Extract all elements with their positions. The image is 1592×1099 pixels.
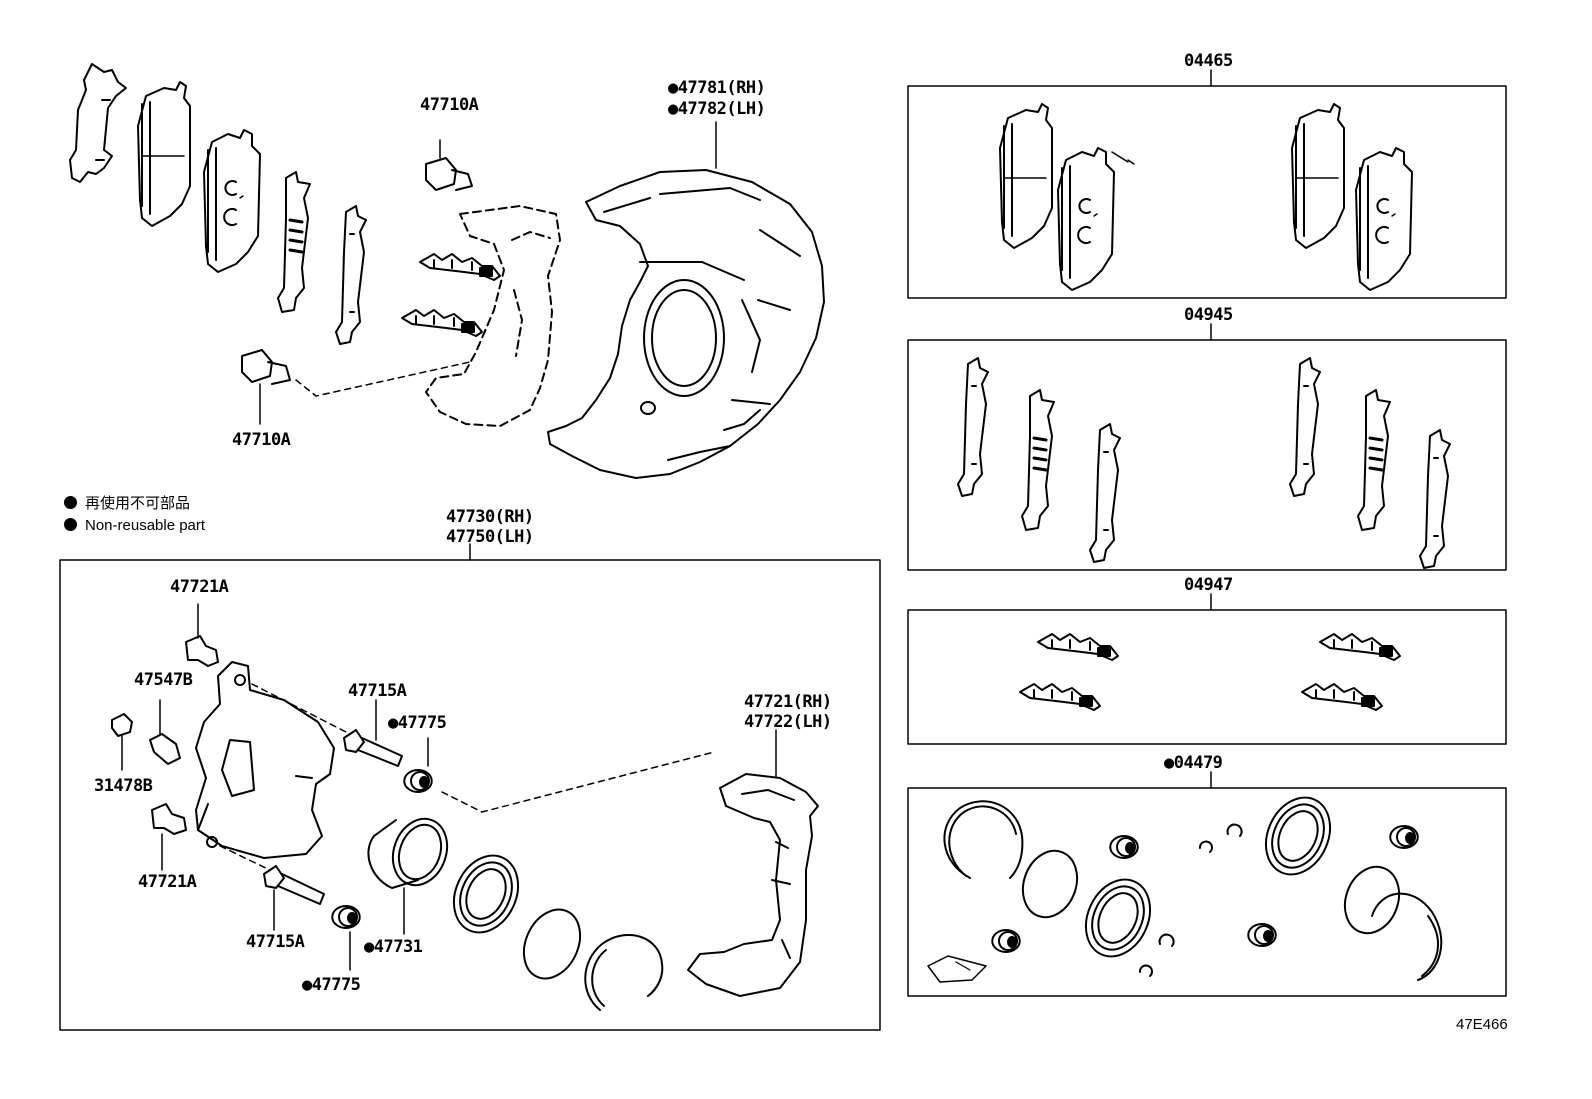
label-bleeder-cap-small: 31478B <box>94 776 153 796</box>
bleeder-cap-small <box>111 713 133 771</box>
label-bleeder-cap-upper: 47721A <box>170 577 229 597</box>
kit-pad-b2 <box>1355 147 1413 291</box>
kit-clip-a2 <box>1019 683 1101 711</box>
legend-english: Non-reusable part <box>64 515 205 537</box>
label-boot-upper: ●47775 <box>388 713 447 733</box>
piston-seal <box>440 844 532 944</box>
bullet-icon <box>64 496 77 509</box>
kit-clip-a1 <box>1037 633 1119 661</box>
kit-seals <box>927 786 1443 983</box>
bleeder-plug <box>149 699 181 765</box>
disc-brake-dust-cover <box>547 121 825 479</box>
caliper-mounting-bracket <box>687 729 819 997</box>
cylinder-assembly-box <box>59 559 881 1031</box>
shim-outer <box>69 63 127 183</box>
bullet-icon <box>64 518 77 531</box>
brake-pad-outer <box>137 81 191 227</box>
kit-clip-b2 <box>1301 683 1383 711</box>
anti-squeal-shim-1 <box>276 170 312 314</box>
piston-ring <box>522 908 582 980</box>
label-dust-cover-lh: ●47782(LH) <box>668 99 766 119</box>
label-bleeder-plug: 47547B <box>134 670 193 690</box>
cylinder-body <box>195 661 347 871</box>
label-kit-04465: 04465 <box>1184 51 1233 71</box>
legend-japanese: 再使用不可部品 <box>64 493 190 515</box>
slide-pin-upper <box>343 699 403 767</box>
label-kit-04479: ●04479 <box>1164 753 1223 773</box>
kit-pad-a1 <box>999 103 1053 249</box>
kit-pad-b1 <box>1291 103 1345 249</box>
kit-shim-group-a <box>957 357 1121 563</box>
label-bleeder-cap-lower: 47721A <box>138 872 197 892</box>
pad-support-clip-1 <box>419 253 501 281</box>
label-kit-04947: 04947 <box>1184 575 1233 595</box>
kit-clip-b1 <box>1319 633 1401 661</box>
anti-squeal-shim-2 <box>335 205 367 345</box>
pad-support-clip-2 <box>401 309 483 337</box>
kit-pad-a2 <box>1057 147 1115 291</box>
label-cylinder-rh: 47730(RH) <box>446 507 534 527</box>
mounting-bolt-upper <box>425 139 473 191</box>
label-kit-04945: 04945 <box>1184 305 1233 325</box>
label-mounting-rh: 47721(RH) <box>744 692 832 712</box>
kit-box-04945 <box>907 339 1507 571</box>
label-bolt-top: 47710A <box>420 95 479 115</box>
set-ring <box>584 934 664 1011</box>
label-dust-cover-rh: ●47781(RH) <box>668 78 766 98</box>
caliper-mounting-outline <box>425 205 561 427</box>
kit-box-04947 <box>907 609 1507 745</box>
cylinder-boot-upper <box>403 769 433 793</box>
label-piston: ●47731 <box>364 937 423 957</box>
cylinder-piston <box>367 817 449 935</box>
diagram-reference-code: 47E466 <box>1456 1016 1508 1033</box>
slide-pin-lower <box>263 865 325 931</box>
label-slide-pin-lower: 47715A <box>246 932 305 952</box>
bleeder-cap-upper <box>185 603 219 667</box>
bleeder-cap-lower <box>151 803 187 871</box>
label-bolt-bottom: 47710A <box>232 430 291 450</box>
label-mounting-lh: 47722(LH) <box>744 712 832 732</box>
brake-pad-inner <box>203 129 261 273</box>
label-cylinder-lh: 47750(LH) <box>446 527 534 547</box>
mounting-bolt-lower <box>241 349 471 425</box>
kit-box-04479 <box>907 787 1507 997</box>
kit-shim-group-b <box>1289 357 1451 569</box>
label-boot-lower: ●47775 <box>302 975 361 995</box>
kit-box-04465 <box>907 85 1507 299</box>
label-slide-pin-upper: 47715A <box>348 681 407 701</box>
cylinder-boot-lower <box>331 905 361 929</box>
